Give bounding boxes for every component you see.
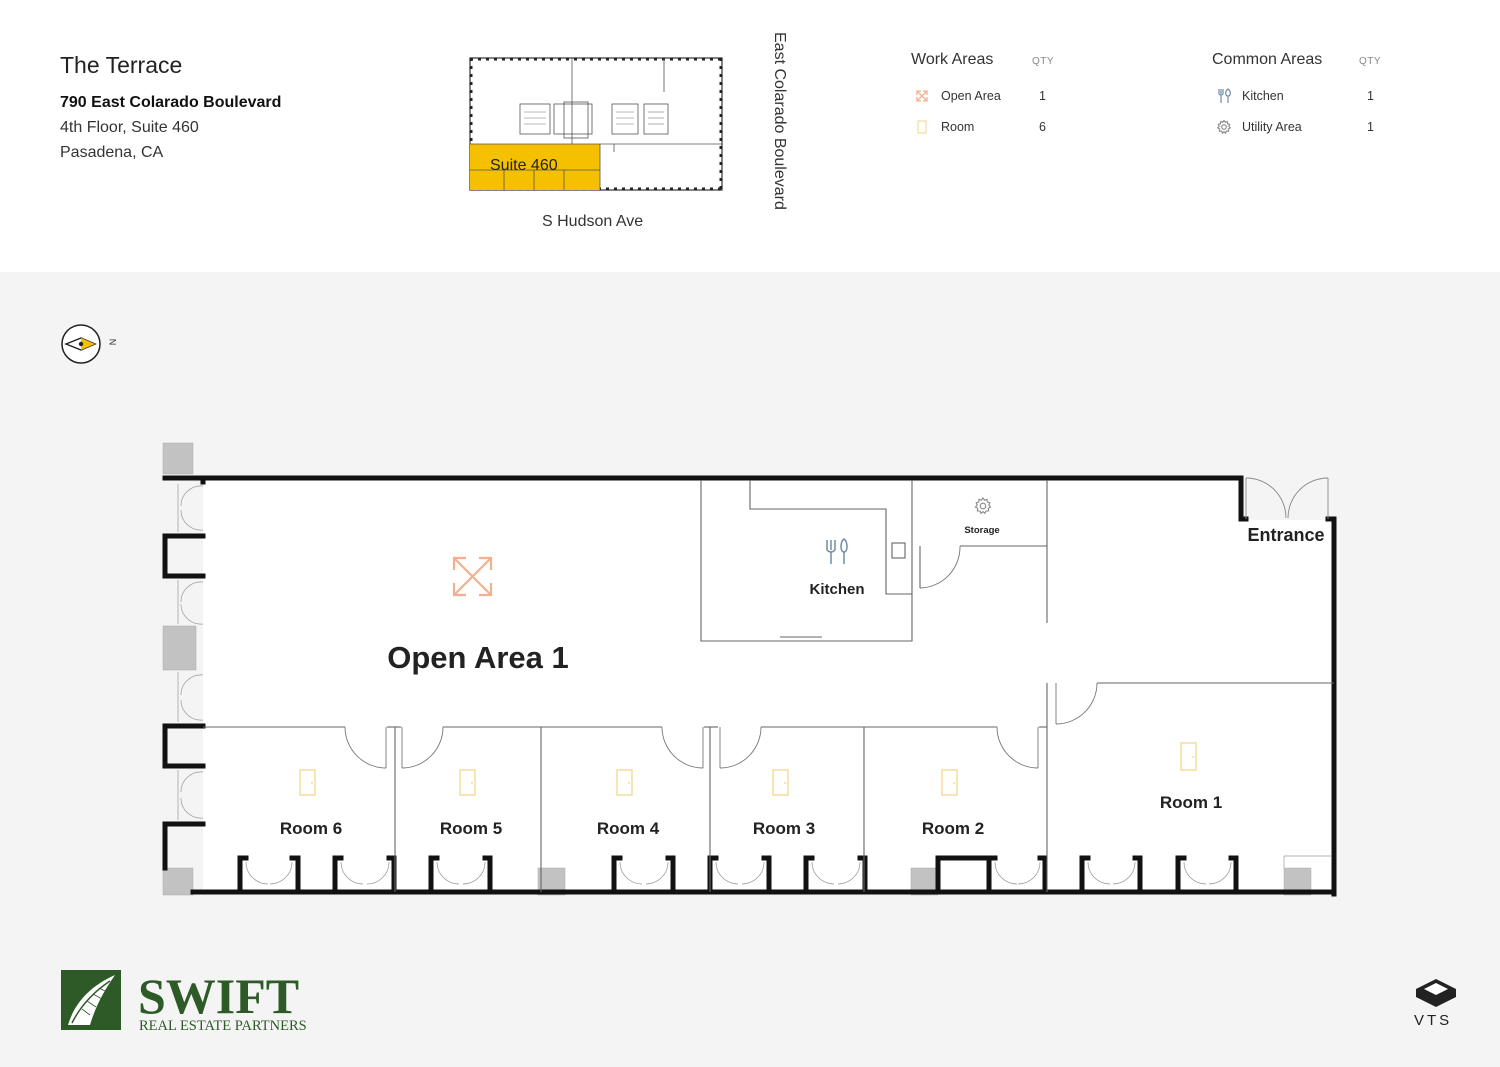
work-areas-heading: Work Areas bbox=[911, 51, 994, 68]
vts-logo-icon bbox=[1416, 979, 1456, 1007]
legend-qty-kitchen: 1 bbox=[1367, 89, 1374, 103]
suite-highlight bbox=[470, 144, 600, 190]
common-areas-heading: Common Areas bbox=[1212, 51, 1323, 68]
room-4-label: Room 4 bbox=[597, 819, 660, 838]
property-title: The Terrace bbox=[60, 52, 183, 78]
legend-qty-room: 6 bbox=[1039, 120, 1046, 134]
structural-column bbox=[162, 442, 194, 475]
compass-icon bbox=[61, 324, 101, 364]
legend-qty-utility: 1 bbox=[1367, 120, 1374, 134]
legend-label-utility: Utility Area bbox=[1242, 120, 1302, 134]
street-label-right: East Colarado Boulevard bbox=[771, 32, 788, 210]
kitchen-label: Kitchen bbox=[809, 581, 864, 598]
room-3-icon bbox=[772, 769, 789, 796]
legend-label-open-area: Open Area bbox=[941, 89, 1001, 103]
street-label-bottom: S Hudson Ave bbox=[542, 213, 644, 230]
room-2-icon bbox=[941, 769, 958, 796]
legend-label-kitchen: Kitchen bbox=[1242, 89, 1284, 103]
room-1-label: Room 1 bbox=[1160, 793, 1222, 812]
room-4-icon bbox=[616, 769, 633, 796]
room-door-icon bbox=[917, 120, 927, 134]
work-areas-qty-heading: QTY bbox=[1032, 56, 1055, 67]
room-3-label: Room 3 bbox=[753, 819, 815, 838]
gear-icon bbox=[1216, 119, 1232, 135]
structural-column bbox=[162, 867, 194, 896]
swift-logo: SWIFT REAL ESTATE PARTNERS bbox=[61, 968, 307, 1034]
key-plan: Suite 460 bbox=[469, 57, 723, 191]
open-area-icon bbox=[452, 556, 493, 597]
room-5-icon bbox=[459, 769, 476, 796]
room-5-label: Room 5 bbox=[440, 819, 502, 838]
storage-label: Storage bbox=[964, 525, 999, 536]
room-6-icon bbox=[299, 769, 316, 796]
common-areas-qty-heading: QTY bbox=[1359, 56, 1382, 67]
address-street: 790 East Colarado Boulevard bbox=[60, 94, 282, 111]
vts-label: VTS bbox=[1414, 1012, 1453, 1029]
header-panel bbox=[0, 0, 1500, 272]
room-1-icon bbox=[1180, 742, 1197, 771]
legend-qty-open-area: 1 bbox=[1039, 89, 1046, 103]
address-suite: 4th Floor, Suite 460 bbox=[60, 119, 199, 136]
entrance-label: Entrance bbox=[1247, 525, 1324, 545]
fork-knife-icon bbox=[1218, 88, 1231, 103]
kitchen-icon bbox=[826, 538, 848, 564]
room-2-label: Room 2 bbox=[922, 819, 984, 838]
expand-arrows-icon bbox=[916, 90, 928, 102]
room-6-label: Room 6 bbox=[280, 819, 342, 838]
suite-label: Suite 460 bbox=[490, 157, 558, 174]
structural-column bbox=[162, 625, 197, 671]
legend-label-room: Room bbox=[941, 120, 975, 134]
open-area-label: Open Area 1 bbox=[387, 640, 568, 675]
address-city: Pasadena, CA bbox=[60, 144, 164, 161]
storage-gear-icon bbox=[974, 497, 992, 515]
logo-sub-text: REAL ESTATE PARTNERS bbox=[139, 1018, 307, 1034]
logo-main-text: SWIFT bbox=[138, 968, 299, 1024]
